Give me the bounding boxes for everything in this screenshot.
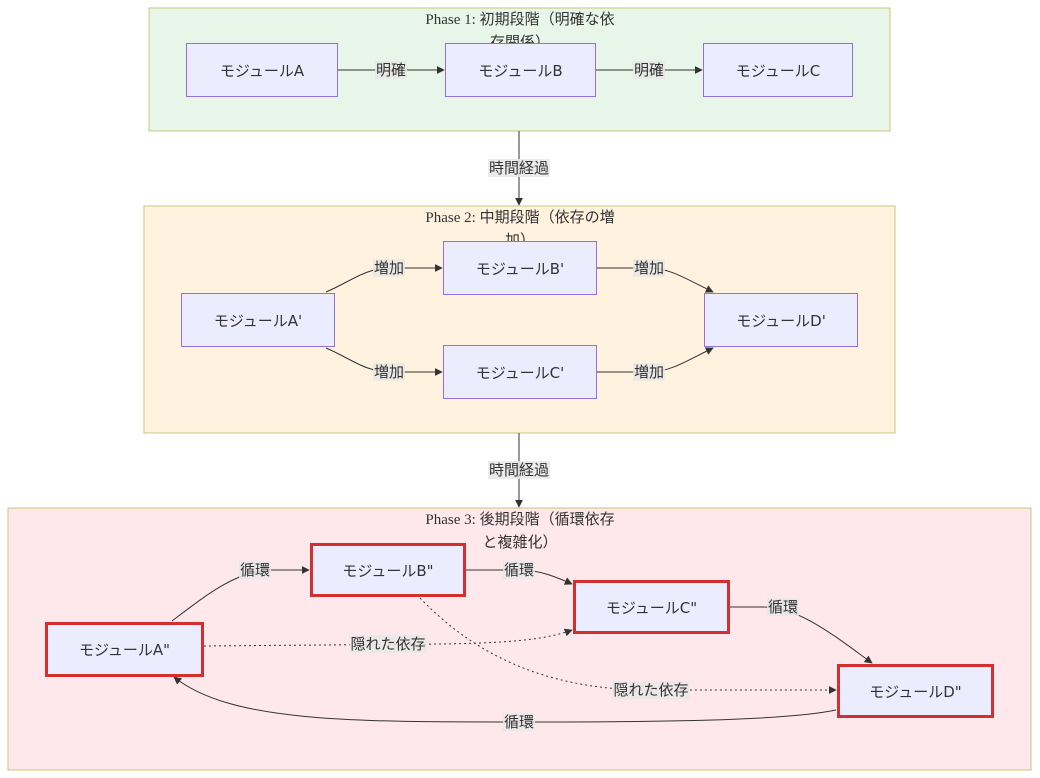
edge-label-p2-p3: 時間経過 [487,461,551,479]
edge-label-b3-c3: 循環 [502,561,536,579]
node-module-c2: モジュールC' [443,345,597,399]
node-module-b1: モジュールB [445,43,596,97]
node-module-a3: モジュールA" [45,622,204,677]
edge-label-a2-c2: 増加 [372,363,406,381]
node-module-d3: モジュールD" [837,664,994,718]
edge-label-a3-c3: 隠れた依存 [349,635,427,653]
edge-a3-c3 [203,628,573,647]
phase-title-p2: Phase 2: 中期段階（依存の増加） [425,210,615,241]
edge-label-b3-d3: 隠れた依存 [612,681,690,699]
phase-title-p1: Phase 1: 初期段階（明確な依存関係） [425,12,615,43]
edge-label-p1-p2: 時間経過 [487,159,551,177]
node-module-d2: モジュールD' [704,293,858,347]
node-module-b2: モジュールB' [443,241,597,295]
edge-label-d3-a3: 循環 [502,713,536,731]
edge-label-b2-d2: 増加 [632,259,666,277]
edge-label-b1-c1: 明確 [632,61,666,79]
edge-label-a1-b1: 明確 [374,61,408,79]
edge-label-a3-b3: 循環 [238,561,272,579]
edge-label-a2-b2: 増加 [372,259,406,277]
node-module-a1: モジュールA [186,43,338,97]
node-module-b3: モジュールB" [310,543,466,597]
node-module-c3: モジュールC" [573,580,730,634]
node-module-c1: モジュールC [703,43,853,97]
edge-label-c2-d2: 増加 [632,363,666,381]
edge-label-c3-d3: 循環 [766,598,800,616]
node-module-a2: モジュールA' [181,293,335,347]
phase-title-p3: Phase 3: 後期段階（循環依存と複雑化） [425,512,615,551]
